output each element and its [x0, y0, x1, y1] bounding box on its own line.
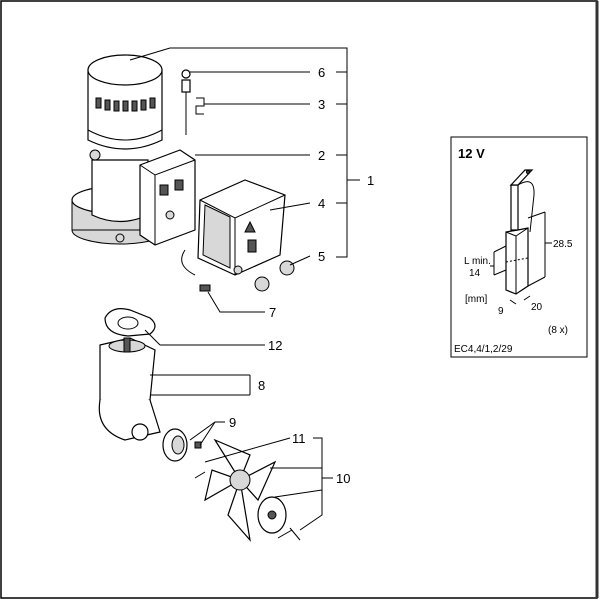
carbon-brush-drawing	[490, 169, 552, 305]
lmin-value: 14	[469, 268, 481, 279]
inset-title: 12 V	[458, 146, 485, 161]
connector-part	[199, 284, 211, 292]
carbon-brush-part	[181, 69, 191, 135]
terminal-block	[139, 149, 196, 246]
cover-part	[197, 179, 286, 276]
plug-part	[279, 260, 295, 276]
callout-5: 5	[318, 249, 325, 264]
callout-6: 6	[318, 65, 325, 80]
motor-vent-slots	[95, 97, 156, 112]
callout-7: 7	[269, 305, 276, 320]
callout-12: 12	[268, 338, 282, 353]
quantity-label: (8 x)	[548, 325, 568, 336]
callout-3: 3	[318, 97, 325, 112]
leader-lines	[129, 47, 360, 531]
callout-11: 11	[292, 431, 306, 446]
brush-spec-inset: 12 V 28.5 L min. 14 [mm] 9 20	[450, 136, 588, 358]
plug-part-2	[254, 276, 270, 292]
callout-1: 1	[367, 173, 374, 188]
fan-impeller-part	[194, 438, 301, 542]
callout-9: 9	[229, 415, 236, 430]
dim-length: 28.5	[553, 239, 573, 250]
callout-2: 2	[318, 148, 325, 163]
dim-width: 20	[531, 302, 543, 313]
dim-thickness: 9	[498, 306, 504, 317]
callout-10: 10	[336, 471, 350, 486]
callout-8: 8	[258, 378, 265, 393]
fan-hub-part	[162, 428, 202, 462]
gasket-part	[104, 308, 156, 337]
fan-housing-part	[98, 337, 161, 441]
reference-code: EC4,4/1,2/29	[454, 344, 513, 355]
lmin-label: L min.	[464, 256, 491, 267]
callout-4: 4	[318, 196, 325, 211]
unit-label: [mm]	[465, 294, 487, 305]
cable-part	[181, 249, 196, 276]
brush-spring-part	[195, 97, 205, 115]
